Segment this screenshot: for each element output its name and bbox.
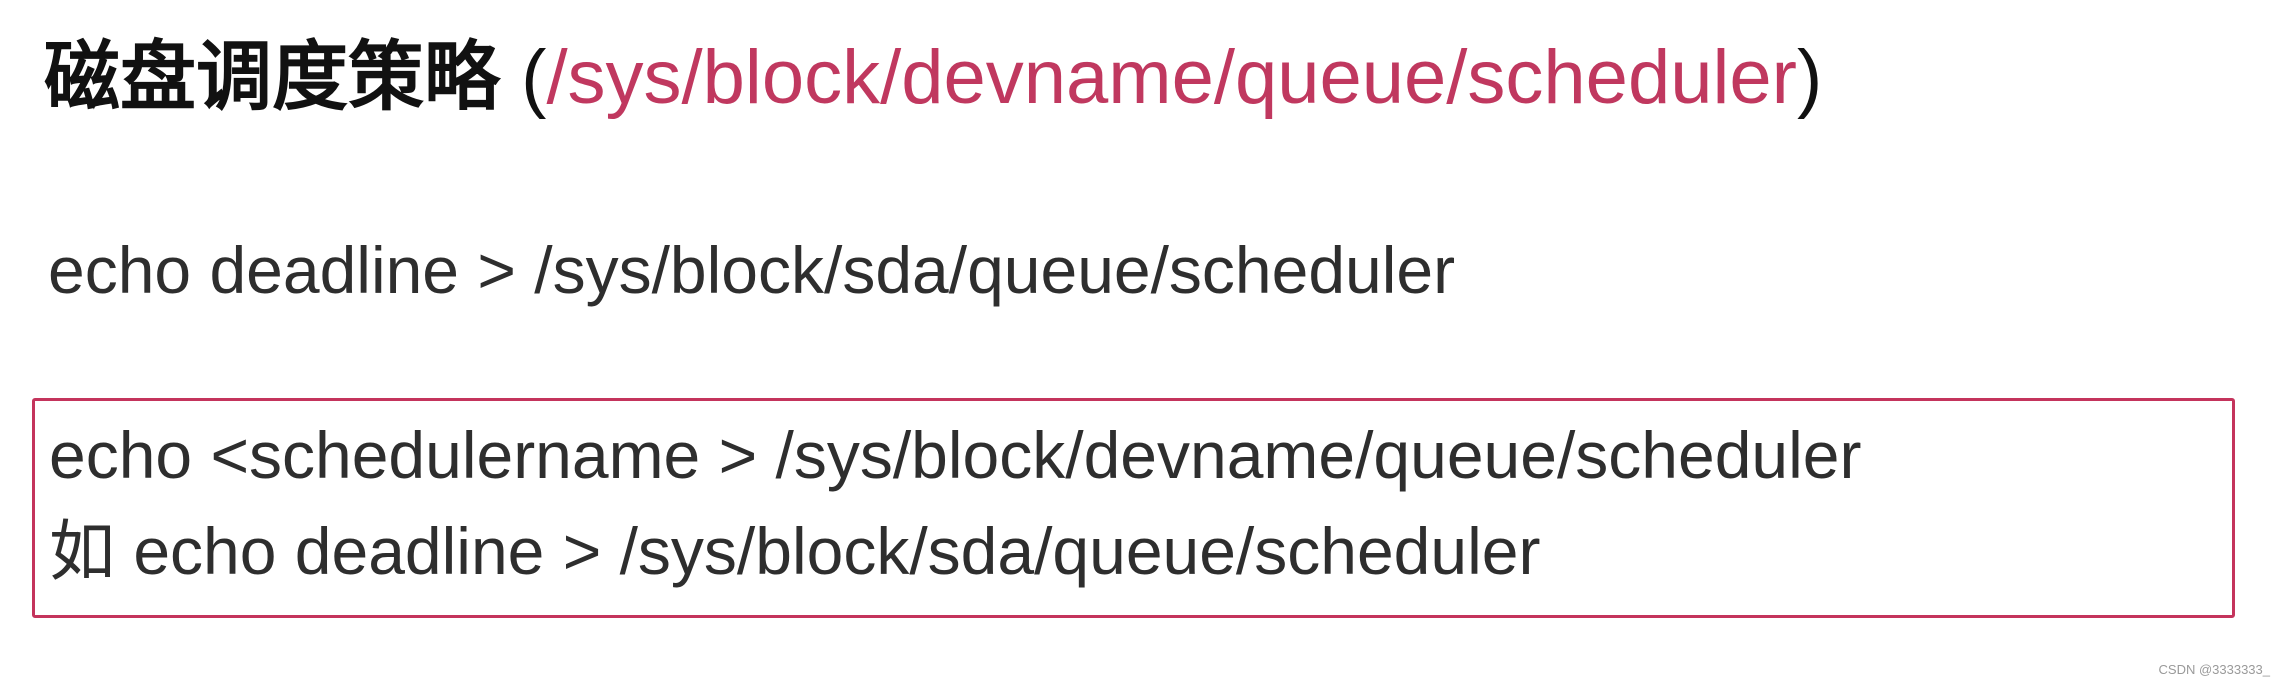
highlight-box: echo <schedulername > /sys/block/devname… [32,398,2235,618]
example-command: echo deadline > /sys/block/sda/queue/sch… [48,233,1456,307]
heading-scheduler-path: /sys/block/devname/queue/scheduler [546,35,1797,120]
heading-open-paren: ( [521,35,547,120]
heading-title: 磁盘调度策略 [44,35,500,120]
csdn-watermark: CSDN @3333333_ [2158,662,2270,677]
generic-command: echo <schedulername > /sys/block/devname… [49,418,1862,492]
page-heading: 磁盘调度策略 (/sys/block/devname/queue/schedul… [44,22,1822,134]
example-usage: 如 echo deadline > /sys/block/sda/queue/s… [49,514,1541,588]
heading-close-paren: ) [1796,35,1823,120]
